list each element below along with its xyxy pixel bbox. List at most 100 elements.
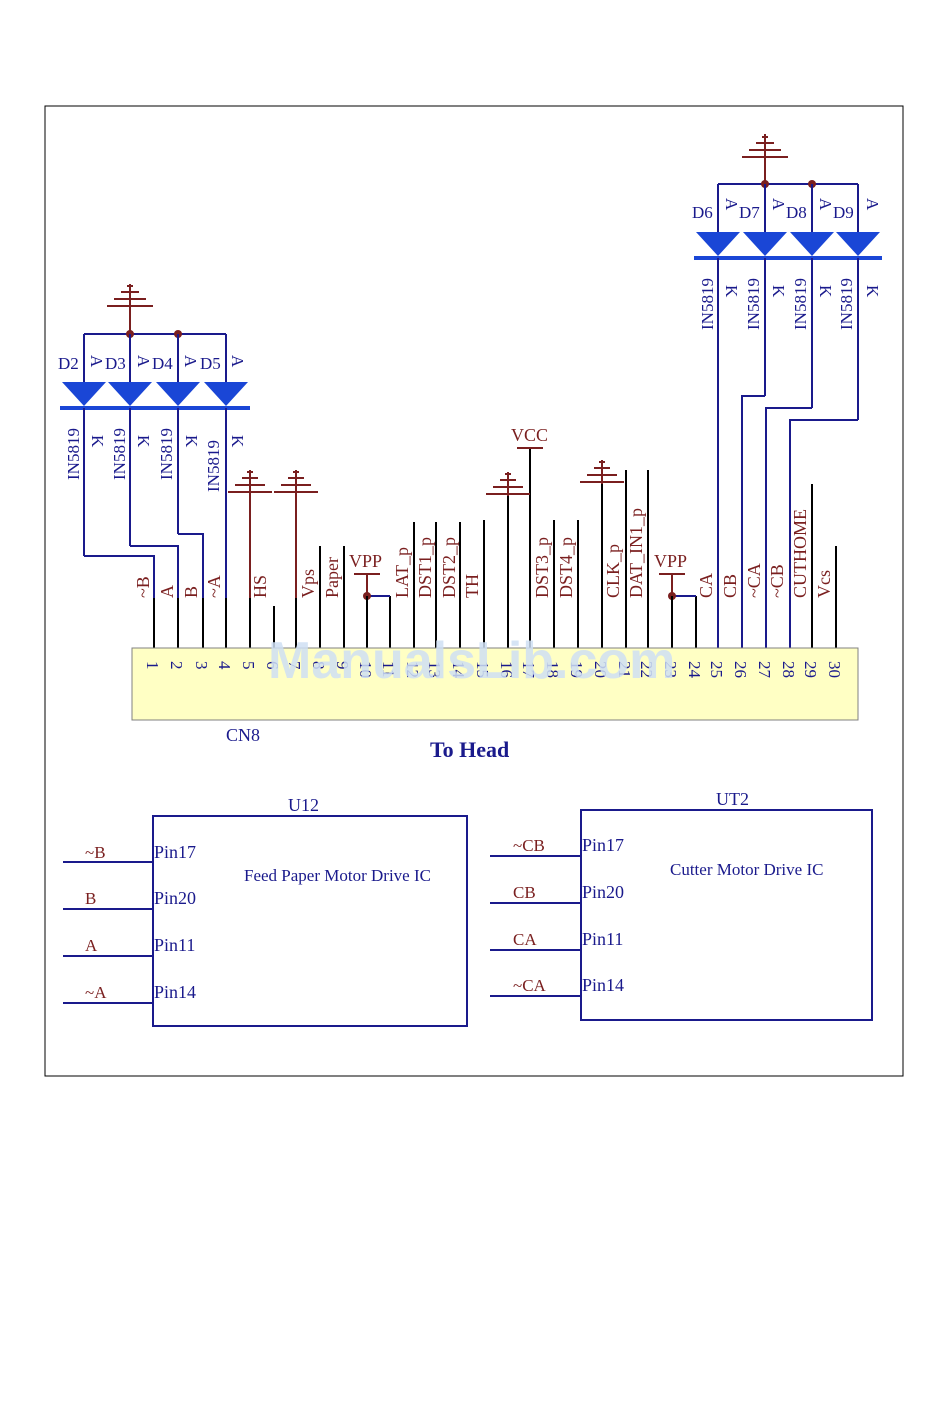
diode-ref-d9: D9 — [833, 203, 854, 222]
pin-number: 14 — [449, 661, 468, 679]
anode-label: A — [816, 198, 835, 211]
net-label: ~CA — [744, 563, 764, 598]
net-label: A — [157, 585, 177, 598]
pin-number: 30 — [825, 661, 844, 678]
pin-number: 21 — [615, 661, 634, 678]
anode-label: A — [769, 198, 788, 211]
diode-ref-d7: D7 — [739, 203, 760, 222]
pin-number: 18 — [543, 661, 562, 678]
pin-number: 12 — [403, 661, 422, 678]
anode-label: A — [722, 198, 741, 211]
net-label: CLK_p — [603, 544, 623, 598]
pin-number: 7 — [285, 661, 304, 670]
net-label: TH — [462, 574, 482, 598]
diode-ref-d8: D8 — [786, 203, 807, 222]
cathode-label: K — [863, 285, 882, 298]
ground-symbol — [486, 472, 530, 496]
net-label: DST2_p — [439, 537, 459, 598]
right-diode-group: D6 D7 D8 D9 A A A A IN5819 IN5819 IN5819… — [692, 134, 882, 648]
power-label-vcc: VCC — [511, 425, 548, 445]
anode-label: A — [87, 355, 106, 368]
cathode-label: K — [722, 285, 741, 298]
ic-net-label: A — [85, 936, 98, 955]
pin-number: 16 — [497, 661, 516, 678]
connector-ref: CN8 — [226, 725, 260, 745]
ic-pin-label: Pin17 — [582, 835, 624, 855]
ic-net-label: CA — [513, 930, 537, 949]
net-label: DST3_p — [532, 537, 552, 598]
pin-number: 4 — [215, 661, 234, 670]
diode-part: IN5819 — [744, 278, 763, 330]
diode-part: IN5819 — [791, 278, 810, 330]
pin-number: 29 — [801, 661, 820, 678]
pin-number: 9 — [333, 661, 352, 670]
net-label: Paper — [322, 557, 342, 598]
pin-number: 2 — [167, 661, 186, 670]
left-diode-group: D2 D3 D4 D5 A A A A IN5819 IN5819 IN5819… — [58, 284, 250, 648]
pin-number: 24 — [685, 661, 704, 679]
ic-net-label: ~B — [85, 843, 106, 862]
schematic-frame — [44, 105, 904, 1077]
ic-pin-label: Pin20 — [154, 888, 196, 908]
diode-d9 — [834, 184, 882, 420]
power-label-vpp: VPP — [654, 551, 687, 571]
pin-number: 15 — [473, 661, 492, 678]
cathode-label: K — [182, 435, 201, 448]
connector-caption: To Head — [430, 737, 509, 762]
ic-net-label: CB — [513, 883, 536, 902]
pin-number: 23 — [661, 661, 680, 678]
diode-part: IN5819 — [110, 428, 129, 480]
cathode-label: K — [88, 435, 107, 448]
cathode-label: K — [769, 285, 788, 298]
anode-label: A — [181, 355, 200, 368]
anode-label: A — [863, 198, 882, 211]
net-label: LAT_p — [392, 547, 412, 598]
diode-ref-d5: D5 — [200, 354, 221, 373]
anode-label: A — [134, 355, 153, 368]
ic-pin-label: Pin11 — [154, 935, 195, 955]
diode-d8 — [788, 184, 836, 408]
diode-ref-d6: D6 — [692, 203, 713, 222]
ic-pin-label: Pin20 — [582, 882, 624, 902]
ic-pin-label: Pin17 — [154, 842, 196, 862]
diode-part: IN5819 — [698, 278, 717, 330]
ic-title-ut2: Cutter Motor Drive IC — [670, 860, 823, 879]
ground-symbol — [580, 460, 624, 484]
net-label: Vps — [298, 569, 318, 598]
net-label: CA — [696, 573, 716, 598]
diode-part: IN5819 — [157, 428, 176, 480]
connector-signal-labels: ~B A B ~A HS Vps Paper LAT_p DST1_p DST2… — [133, 508, 834, 598]
net-label: CB — [720, 574, 740, 598]
diode-d2 — [60, 334, 108, 556]
pin-number: 28 — [779, 661, 798, 678]
power-label-vpp: VPP — [349, 551, 382, 571]
pin-number: 6 — [263, 661, 282, 670]
pin-number: 13 — [425, 661, 444, 678]
ic-net-label: B — [85, 889, 96, 908]
pin-number: 27 — [755, 661, 774, 679]
ground-symbol-right — [742, 134, 788, 184]
ground-symbol — [228, 470, 272, 598]
pin-number: 26 — [731, 661, 750, 678]
pin-number: 3 — [192, 661, 211, 670]
pin-number: 20 — [591, 661, 610, 678]
watermark: ManualsLib.com — [268, 632, 675, 690]
net-label: Vcs — [814, 570, 834, 598]
diode-d6 — [694, 184, 742, 648]
net-label: DAT_IN1_p — [626, 508, 646, 598]
pin-number: 10 — [356, 661, 375, 678]
pin-number: 11 — [379, 661, 398, 677]
pin-number: 25 — [707, 661, 726, 678]
diode-ref-d2: D2 — [58, 354, 79, 373]
net-label: ~B — [133, 576, 153, 598]
pin-number: 1 — [143, 661, 162, 670]
diode-part: IN5819 — [64, 428, 83, 480]
diode-part: IN5819 — [204, 440, 223, 492]
ic-pin-label: Pin14 — [154, 982, 196, 1002]
ic-ref-u12: U12 — [288, 795, 319, 815]
diode-ref-d3: D3 — [105, 354, 126, 373]
diode-d3 — [106, 334, 154, 546]
ic-ut2: UT2 Cutter Motor Drive IC ~CB CB CA ~CA … — [490, 789, 873, 1021]
ic-net-label: ~CB — [513, 836, 545, 855]
diode-part: IN5819 — [837, 278, 856, 330]
